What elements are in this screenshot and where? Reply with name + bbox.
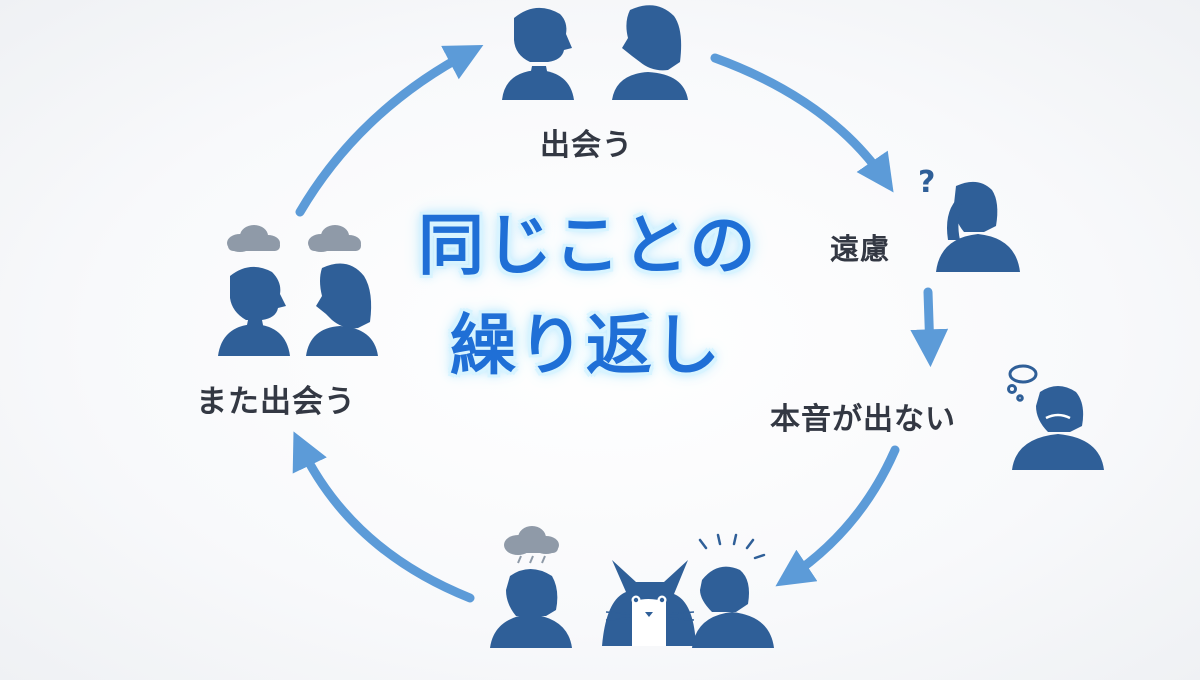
question-mark: ? xyxy=(918,165,935,200)
gloomy-person-icon xyxy=(490,569,572,648)
man-icon xyxy=(502,7,574,100)
arrow-meet-to-reserve xyxy=(710,53,894,193)
diagram-title-line-2: 繰り返し xyxy=(450,307,722,384)
arrow-unspoken-to-conflict xyxy=(775,445,900,587)
rain-cloud-icon xyxy=(504,526,559,564)
annoyed-person-icon xyxy=(692,566,774,648)
woman-icon xyxy=(612,5,688,100)
arrow-reunite-to-meet xyxy=(295,44,484,217)
man-and-woman-under-clouds-icon xyxy=(218,225,378,356)
man-icon xyxy=(218,266,290,356)
anger-burst-icon xyxy=(698,533,766,560)
step-label-reunite: また出会う xyxy=(196,384,356,420)
step-label-meet: 出会う xyxy=(540,128,633,163)
step-label-reserve: 遠慮 xyxy=(830,232,891,266)
worried-person-icon xyxy=(1012,386,1104,470)
thinking-person-icon xyxy=(936,181,1020,272)
woman-icon xyxy=(306,263,378,356)
cloud-icon xyxy=(308,225,361,252)
cloud-icon xyxy=(227,225,280,252)
cat-icon xyxy=(602,560,696,646)
man-and-woman-facing-icon xyxy=(502,5,688,100)
step-label-unspoken: 本音が出ない xyxy=(770,402,956,437)
arrow-reserve-to-unspoken xyxy=(910,287,949,368)
arrow-conflict-to-reunite xyxy=(292,431,475,603)
thought-bubble-icon xyxy=(1007,364,1038,402)
diagram-title-line-1: 同じことの xyxy=(418,207,758,284)
